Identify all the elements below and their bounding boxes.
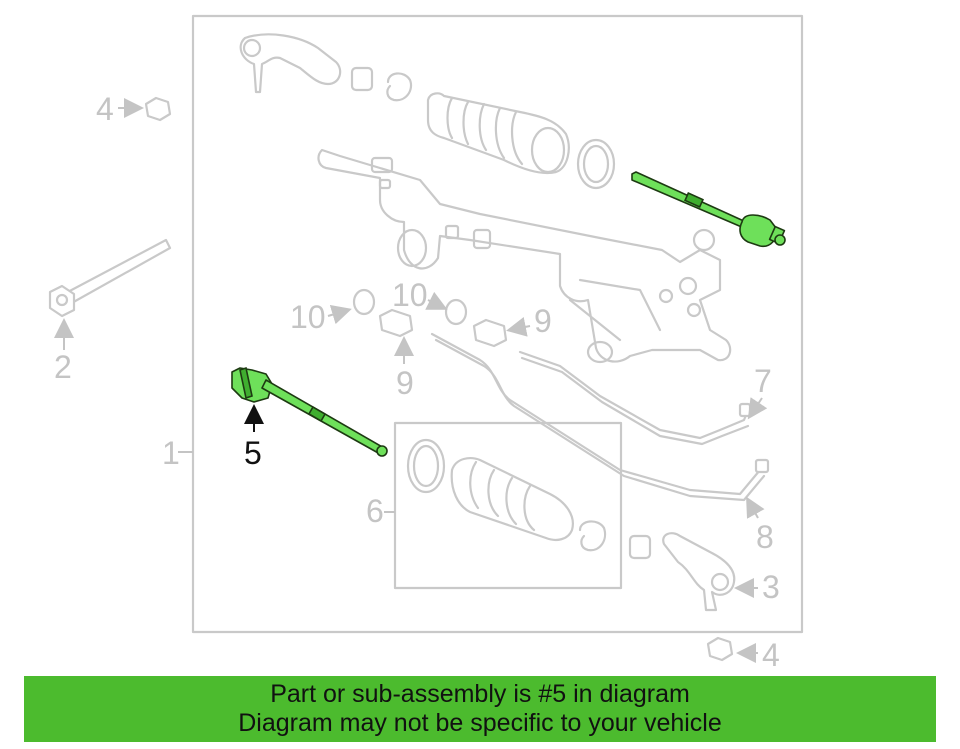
nut-bottom [706, 636, 734, 662]
callout-9-right: 9 [534, 303, 552, 339]
boot-kit [406, 438, 607, 552]
callout-1: 1 [162, 435, 180, 471]
mounting-bolt [48, 238, 172, 318]
callout-10-left: 10 [290, 299, 326, 335]
info-banner: Part or sub-assembly is #5 in diagram Di… [24, 676, 936, 742]
banner-line-2: Diagram may not be specific to your vehi… [238, 709, 722, 737]
bushing-top [350, 66, 374, 92]
return-line [518, 350, 750, 440]
callout-5: 5 [244, 435, 262, 471]
inner-tie-rod-right [631, 171, 786, 248]
callout-6: 6 [366, 493, 384, 529]
parts-diagram: 1 2 3 4 4 5 6 7 8 9 9 10 10 [48, 14, 804, 673]
banner-line-1: Part or sub-assembly is #5 in diagram [270, 680, 690, 708]
callout-2: 2 [54, 349, 72, 385]
clamp-top [386, 72, 413, 102]
fitting-left [378, 308, 414, 338]
callout-9-left: 9 [396, 365, 414, 401]
callout-7: 7 [754, 363, 772, 399]
inner-tie-rod-left [231, 366, 388, 457]
bushing-bottom [628, 534, 652, 560]
callout-4-bottom: 4 [762, 637, 780, 673]
outer-tie-rod-end-bottom [662, 532, 736, 612]
steering-rack-housing [317, 148, 732, 364]
callout-3: 3 [762, 569, 780, 605]
o-ring-right [444, 298, 468, 326]
boot-ring-top [576, 138, 616, 190]
boot-kit-frame [393, 421, 623, 590]
outer-tie-rod-end-top [239, 33, 342, 94]
fitting-right [472, 318, 508, 348]
assembly-frame [191, 14, 804, 634]
boot-top [426, 92, 570, 175]
nut-top [144, 96, 172, 122]
o-ring-left [352, 288, 376, 316]
callout-4-top: 4 [96, 91, 114, 127]
callout-8: 8 [756, 519, 774, 555]
callout-10-right: 10 [392, 277, 428, 313]
